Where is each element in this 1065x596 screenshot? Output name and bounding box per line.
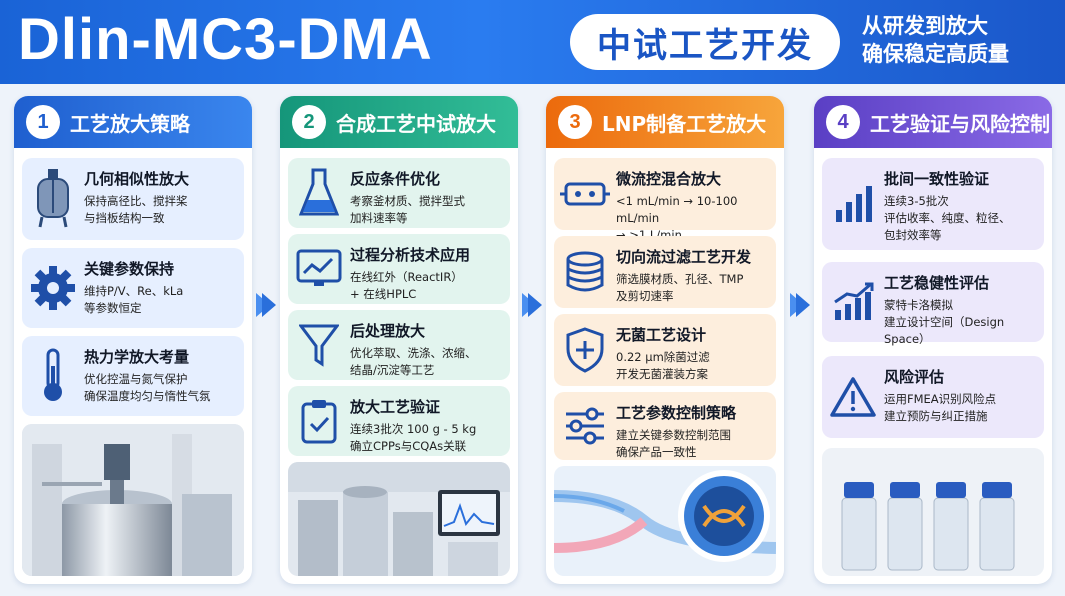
card-reaction-optimization: 反应条件优化考察釜材质、搅拌型式 加料速率等: [288, 158, 510, 228]
column-3-header: 3 LNP制备工艺放大: [546, 96, 784, 148]
card-thermodynamics: 热力学放大考量优化控温与氮气保护 确保温度均匀与惰性气氛: [22, 336, 244, 416]
card-desc: 连续3批次 100 g - 5 kg 确立CPPs与CQAs关联: [350, 422, 477, 453]
arrow-right-icon: [522, 293, 542, 317]
card-desc: 优化控温与氮气保护 确保温度均匀与惰性气氛: [84, 372, 211, 403]
card-desc: <1 mL/min → 10-100 mL/min → >1 L/min: [616, 194, 738, 242]
trend-chart-icon: [822, 262, 884, 342]
subtitle-line-1: 从研发到放大: [862, 14, 988, 38]
card-title: 关键参数保持: [84, 260, 175, 278]
card-title: 放大工艺验证: [350, 398, 441, 416]
sliders-icon: [554, 392, 616, 460]
card-title: 风险评估: [884, 368, 945, 386]
card-desc: 保持高径比、搅拌桨 与挡板结构一致: [84, 194, 188, 225]
title-pill: 中试工艺开发: [570, 14, 840, 70]
column-4-header: 4 工艺验证与风险控制: [814, 96, 1052, 148]
reactor-photo: [22, 424, 244, 576]
header-subtitle: 从研发到放大 确保稳定高质量: [862, 12, 1009, 68]
card-title: 工艺参数控制策略: [616, 404, 737, 422]
flask-icon: [288, 158, 350, 228]
card-desc: 在线红外（ReactIR） + 在线HPLC: [350, 270, 463, 301]
column-2: 2 合成工艺中试放大 反应条件优化考察釜材质、搅拌型式 加料速率等 过程分析技术…: [280, 96, 518, 584]
header-banner: Dlin-MC3-DMA 中试工艺开发 从研发到放大 确保稳定高质量: [0, 0, 1065, 84]
bar-chart-icon: [822, 158, 884, 250]
card-title: 微流控混合放大: [616, 170, 722, 188]
thermometer-icon: [22, 336, 84, 416]
database-stack-icon: [554, 236, 616, 308]
card-title: 几何相似性放大: [84, 170, 190, 188]
arrow-right-icon: [256, 293, 276, 317]
step-number: 1: [26, 105, 60, 139]
card-tff: 切向流过滤工艺开发筛选膜材质、孔径、TMP 及剪切速率: [554, 236, 776, 308]
card-desc: 连续3-5批次 评估收率、纯度、粒径、 包封效率等: [884, 194, 1011, 242]
column-1: 1 工艺放大策略 几何相似性放大保持高径比、搅拌桨 与挡板结构一致 关键参数保持…: [14, 96, 252, 584]
card-desc: 蒙特卡洛模拟 建立设计空间（Design Space）: [884, 298, 1005, 346]
column-1-header: 1 工艺放大策略: [14, 96, 252, 148]
card-parameter-control: 工艺参数控制策略建立关键参数控制范围 确保产品一致性: [554, 392, 776, 460]
page-title: Dlin-MC3-DMA: [18, 7, 433, 72]
shield-plus-icon: [554, 314, 616, 386]
card-geometric-scaleup: 几何相似性放大保持高径比、搅拌桨 与挡板结构一致: [22, 158, 244, 240]
pilot-plant-photo: [288, 462, 510, 576]
card-desc: 筛选膜材质、孔径、TMP 及剪切速率: [616, 272, 744, 303]
card-scaleup-validation: 放大工艺验证连续3批次 100 g - 5 kg 确立CPPs与CQAs关联: [288, 386, 510, 456]
monitor-chart-icon: [288, 234, 350, 304]
card-desc: 维持P/V、Re、kLa 等参数恒定: [84, 284, 184, 315]
funnel-icon: [288, 310, 350, 380]
card-desc: 考察釜材质、搅拌型式 加料速率等: [350, 194, 465, 225]
card-key-parameters: 关键参数保持维持P/V、Re、kLa 等参数恒定: [22, 248, 244, 328]
column-title: LNP制备工艺放大: [602, 111, 767, 136]
column-4: 4 工艺验证与风险控制 批间一致性验证连续3-5批次 评估收率、纯度、粒径、 包…: [814, 96, 1052, 584]
card-title: 工艺稳健性评估: [884, 274, 990, 292]
card-desc: 0.22 μm除菌过滤 开发无菌灌装方案: [616, 350, 710, 381]
card-microfluidic: 微流控混合放大 <1 mL/min → 10-100 mL/min → >1 L/…: [554, 158, 776, 242]
vials-photo: [822, 448, 1044, 576]
step-number: 4: [826, 105, 860, 139]
column-3: 3 LNP制备工艺放大 微流控混合放大 <1 mL/min → 10-100 mL…: [546, 96, 784, 584]
card-title: 后处理放大: [350, 322, 426, 340]
lnp-microfluidic-illustration: [554, 466, 776, 576]
card-title: 热力学放大考量: [84, 348, 190, 366]
card-desc: 建立关键参数控制范围 确保产品一致性: [616, 428, 731, 459]
reactor-icon: [22, 158, 84, 240]
card-title: 批间一致性验证: [884, 170, 990, 188]
card-pat: 过程分析技术应用在线红外（ReactIR） + 在线HPLC: [288, 234, 510, 304]
step-number: 2: [292, 105, 326, 139]
card-aseptic: 无菌工艺设计 0.22 μm除菌过滤 开发无菌灌装方案: [554, 314, 776, 386]
card-title: 过程分析技术应用: [350, 246, 471, 264]
card-risk-assessment: 风险评估运用FMEA识别风险点 建立预防与纠正措施: [822, 356, 1044, 438]
step-number: 3: [558, 105, 592, 139]
column-title: 工艺验证与风险控制: [870, 111, 1050, 136]
clipboard-check-icon: [288, 386, 350, 456]
column-2-header: 2 合成工艺中试放大: [280, 96, 518, 148]
card-robustness: 工艺稳健性评估蒙特卡洛模拟 建立设计空间（Design Space）: [822, 262, 1044, 346]
card-desc: 优化萃取、洗涤、浓缩、 结晶/沉淀等工艺: [350, 346, 477, 377]
arrow-right-icon: [790, 293, 810, 317]
subtitle-line-2: 确保稳定高质量: [862, 42, 1009, 66]
column-title: 工艺放大策略: [70, 111, 190, 136]
card-desc: 运用FMEA识别风险点 建立预防与纠正措施: [884, 392, 997, 423]
card-title: 无菌工艺设计: [616, 326, 707, 344]
warning-icon: [822, 356, 884, 438]
card-title: 切向流过滤工艺开发: [616, 248, 752, 266]
card-title: 反应条件优化: [350, 170, 441, 188]
gear-icon: [22, 248, 84, 328]
card-batch-consistency: 批间一致性验证连续3-5批次 评估收率、纯度、粒径、 包封效率等: [822, 158, 1044, 250]
card-workup: 后处理放大优化萃取、洗涤、浓缩、 结晶/沉淀等工艺: [288, 310, 510, 380]
microfluidic-chip-icon: [554, 158, 616, 230]
column-title: 合成工艺中试放大: [336, 111, 496, 136]
